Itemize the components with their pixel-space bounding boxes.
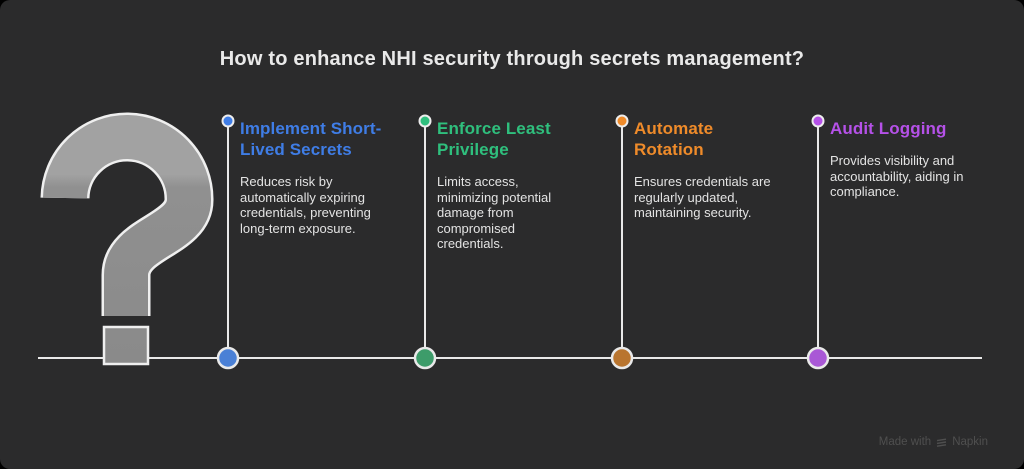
step-title: Enforce Least Privilege: [437, 119, 551, 159]
question-mark-icon: [40, 112, 214, 366]
milestone-timeline-dot: [610, 346, 634, 370]
step-description: Reduces risk by automatically expiring c…: [240, 174, 371, 236]
milestone-top-dot: [418, 114, 432, 128]
watermark-brand-label: Napkin: [952, 436, 988, 448]
milestone-top-dot: [811, 114, 825, 128]
milestone-timeline-dot: [413, 346, 437, 370]
napkin-logo-icon: [937, 438, 947, 447]
page-title: How to enhance NHI security through secr…: [219, 48, 805, 70]
step-automate-rotation: Automate Rotation Ensures credentials ar…: [634, 118, 802, 221]
milestone-top-dot: [221, 114, 235, 128]
milestone-timeline-dot: [806, 346, 830, 370]
step-title: Audit Logging: [830, 119, 947, 138]
watermark-made-with-label: Made with: [878, 436, 932, 448]
step-title: Automate Rotation: [634, 119, 714, 159]
step-implement-short-lived-secrets: Implement Short- Lived Secrets Reduces r…: [240, 118, 408, 236]
milestone-top-dot: [615, 114, 629, 128]
step-description: Provides visibility and accountability, …: [830, 153, 964, 199]
made-with-napkin-watermark: Made with Napkin: [879, 436, 988, 448]
milestone-timeline-dot: [216, 346, 240, 370]
step-title: Implement Short- Lived Secrets: [240, 119, 382, 159]
question-mark-dot: [102, 325, 150, 366]
step-enforce-least-privilege: Enforce Least Privilege Limits access, m…: [437, 118, 605, 252]
step-audit-logging: Audit Logging Provides visibility and ac…: [830, 118, 998, 200]
step-description: Ensures credentials are regularly update…: [634, 174, 771, 220]
step-description: Limits access, minimizing potential dama…: [437, 174, 552, 251]
